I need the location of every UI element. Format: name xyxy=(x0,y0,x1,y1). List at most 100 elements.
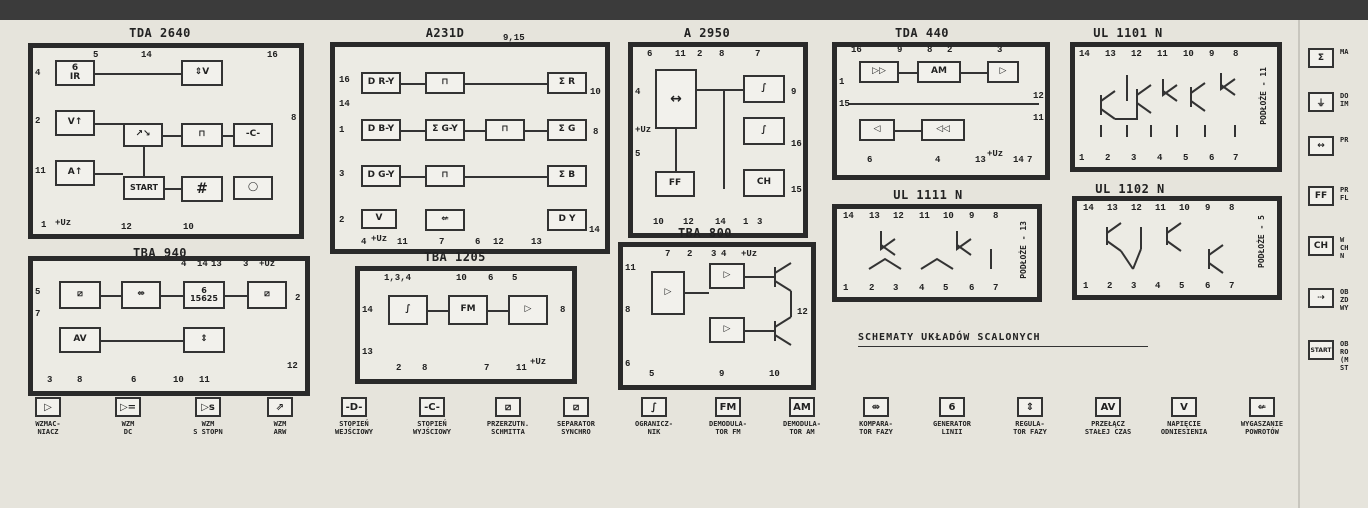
pin: 6 xyxy=(1209,153,1215,163)
legend-label: STOPIEŃ WEJŚCIOWY xyxy=(335,420,373,436)
pin: 14 xyxy=(339,99,350,109)
pin: 4 xyxy=(1157,153,1163,163)
legend-label: DEMODULA- TOR AM xyxy=(783,420,821,436)
pin: 9 xyxy=(1209,49,1215,59)
block-line-gen: 6 15625 xyxy=(183,281,225,309)
block-amp: ▷ xyxy=(508,295,548,325)
pin: 6 xyxy=(475,237,481,247)
pin: +Uz xyxy=(987,149,1004,159)
block-d-gy: D G-Y xyxy=(361,165,401,187)
legend-label: OGRANICZ- NIK xyxy=(635,420,673,436)
transistor-array-icon xyxy=(868,231,992,270)
pin: 9,15 xyxy=(503,33,525,43)
right-legend-symbol-icon: ⇢ xyxy=(1308,288,1334,308)
output-transistors-icon xyxy=(774,262,792,346)
right-legend-label: OB RO (M ST xyxy=(1340,340,1349,373)
pin: 7 xyxy=(665,249,671,259)
block-d-y: D Y xyxy=(547,209,587,231)
pin: 5 xyxy=(943,283,949,293)
block-amp-agc: ◁ xyxy=(859,119,895,141)
chip-title-ul1101: UL 1101 N xyxy=(1093,26,1163,40)
pin: 14 xyxy=(141,50,152,60)
legend-label: KOMPARA- TOR FAZY xyxy=(859,420,893,436)
legend-label: WZM S STOPN xyxy=(193,420,223,436)
wire xyxy=(165,188,181,190)
chip-ul1102: 14 13 12 11 10 9 8 1 2 3 4 5 6 7 PODŁOŻE… xyxy=(1072,196,1282,300)
pin: 13 xyxy=(1107,203,1118,213)
pin: 1 xyxy=(839,77,845,87)
block-am: AM xyxy=(917,61,961,83)
pin: 6 xyxy=(867,155,873,165)
transistor-array-icon xyxy=(1100,73,1236,137)
legend-label: SEPARATOR SYNCHRO xyxy=(557,420,595,436)
legend-label: NAPIĘCIE ODNIESIENIA xyxy=(1160,420,1208,436)
pin: 6 xyxy=(1205,281,1211,291)
pin: 11 xyxy=(1157,49,1168,59)
right-legend-label: PR FL xyxy=(1340,186,1349,203)
wire xyxy=(95,173,123,175)
block-ff: FF xyxy=(655,171,695,197)
pin: 15 xyxy=(839,99,850,109)
pin: 7 xyxy=(484,363,490,373)
block-pulse-2: ⊓ xyxy=(485,119,525,141)
pin: 14 xyxy=(1013,155,1024,165)
right-legend-label: DO IM xyxy=(1340,92,1349,109)
block-av: AV xyxy=(59,327,101,353)
pin: +Uz xyxy=(741,249,758,259)
pin: 16 xyxy=(267,50,278,60)
block-preamp: ▷ xyxy=(651,271,685,315)
wire xyxy=(899,72,917,74)
legend-item: ⇗WZM ARW xyxy=(240,397,320,436)
transistor-array-icon xyxy=(1106,222,1224,274)
right-legend-symbol-icon: ↔ xyxy=(1308,136,1334,156)
pin: 3 xyxy=(339,169,345,179)
wire xyxy=(428,310,448,312)
pin: 6 xyxy=(969,283,975,293)
block-sync-sep: ⧄ xyxy=(247,281,287,309)
pin: +Uz xyxy=(55,218,72,228)
pin: 12 xyxy=(1131,49,1142,59)
legend-label: WZM ARW xyxy=(273,420,287,436)
pin: 6 xyxy=(647,49,653,59)
pin: 8 xyxy=(719,49,725,59)
block-output: -C- xyxy=(233,123,273,147)
pin: 2 xyxy=(339,215,345,225)
pin: 12 xyxy=(1033,91,1044,101)
right-legend-label: PR xyxy=(1340,136,1349,144)
pin: 4 xyxy=(935,155,941,165)
block-d-by: D B-Y xyxy=(361,119,401,141)
chip-ul1111: 14 13 12 11 10 9 8 1 2 3 4 5 6 7 PODŁOŻE… xyxy=(832,204,1042,302)
legend-label: DEMODULA- TOR FM xyxy=(709,420,747,436)
pin: 12 xyxy=(797,307,808,317)
pin: 1 xyxy=(1079,153,1085,163)
pin: 1 xyxy=(41,220,47,230)
pin: 13 xyxy=(869,211,880,221)
pin: 8 xyxy=(77,375,83,385)
pin: 3 xyxy=(711,249,717,259)
wire xyxy=(895,130,921,132)
wire xyxy=(675,129,677,171)
pin: 7 xyxy=(1027,155,1033,165)
pin: 7 xyxy=(1233,153,1239,163)
chip-title-ul1111: UL 1111 N xyxy=(893,188,963,202)
block-pulse-1: ⊓ xyxy=(425,72,465,94)
chip-ul1101: 14 13 12 11 10 9 8 1 2 3 4 5 6 7 PODŁOŻE… xyxy=(1070,42,1282,172)
right-legend-symbol-icon: ⏚ xyxy=(1308,92,1334,112)
wire xyxy=(161,295,183,297)
pin: 11 xyxy=(397,237,408,247)
pin: 13 xyxy=(1105,49,1116,59)
wire xyxy=(697,89,743,91)
pin: 4 xyxy=(35,68,41,78)
pin: 11 xyxy=(1155,203,1166,213)
pin: 12 xyxy=(1131,203,1142,213)
chip-tba940: ⧄ ⇎ 6 15625 ⧄ AV ⇕ 4 14 13 3 +Uz 5 7 2 3… xyxy=(28,256,310,396)
legend-item: -D-STOPIEŃ WEJŚCIOWY xyxy=(314,397,394,436)
block-v-sync: ⇕V xyxy=(181,60,223,86)
pin: 12 xyxy=(287,361,298,371)
block-limiter-2: ∫ xyxy=(743,117,785,145)
pin: 2 xyxy=(1105,153,1111,163)
pin: 6 xyxy=(488,273,494,283)
pin: 3 xyxy=(47,375,53,385)
block-sum-r: Σ R xyxy=(547,72,587,94)
pin: 10 xyxy=(183,222,194,232)
